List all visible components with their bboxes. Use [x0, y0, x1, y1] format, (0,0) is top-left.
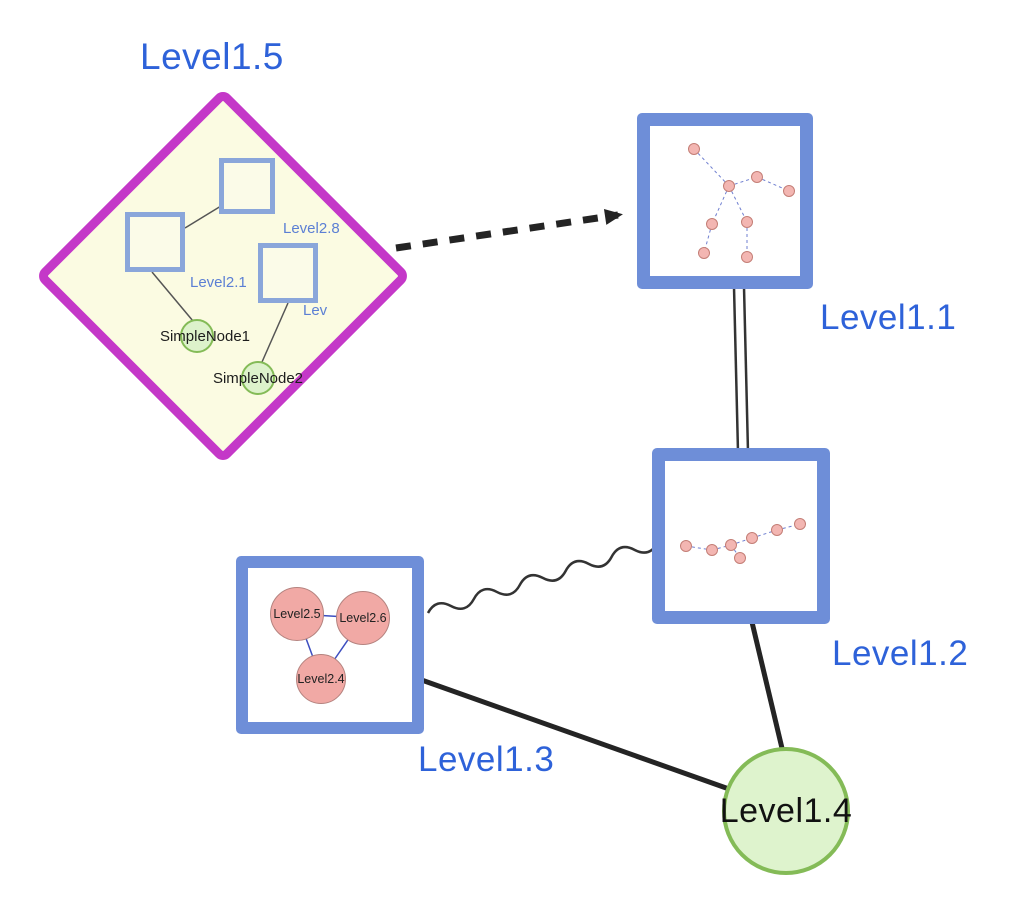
edge-level12-level14-solid[interactable]	[748, 617, 789, 766]
label-level21: Level2.1	[190, 274, 247, 291]
label-level15: Level1.5	[140, 36, 284, 77]
edge-level12-level13-wavy[interactable]	[426, 537, 659, 619]
label-lev-clipped: Lev	[303, 302, 328, 319]
level12-minigraph-svg	[680, 518, 806, 564]
node-lev-square[interactable]	[258, 243, 318, 303]
label-level24: Level2.4	[297, 672, 345, 686]
level11-minigraph-edges	[693, 148, 790, 257]
level13-subgraph: Level2.5 Level2.6 Level2.4	[248, 568, 412, 722]
node-simplenode1-circle[interactable]	[180, 319, 214, 353]
node-level14-circle[interactable]	[722, 747, 850, 875]
node-level28-square[interactable]	[219, 158, 275, 214]
edge-level11-level12-double-line-1[interactable]	[732, 286, 740, 453]
node-level11-box[interactable]	[637, 113, 813, 289]
label-level25: Level2.5	[273, 607, 321, 621]
label-level28: Level2.8	[283, 220, 340, 237]
edge-level11-level12-double-line-2[interactable]	[742, 286, 750, 453]
level11-minigraph-nodes[interactable]	[688, 143, 795, 263]
label-level11: Level1.1	[820, 298, 957, 337]
level12-minigraph	[665, 461, 817, 611]
label-level12: Level1.2	[832, 634, 969, 673]
node-level26-circle[interactable]: Level2.6	[336, 591, 390, 645]
label-level14: Level1.4	[719, 792, 853, 830]
node-level21-square[interactable]	[125, 212, 185, 272]
label-simplenode1: SimpleNode1	[159, 328, 251, 345]
node-simplenode2-circle[interactable]	[241, 361, 275, 395]
node-level24-circle[interactable]: Level2.4	[296, 654, 346, 704]
node-level25-circle[interactable]: Level2.5	[270, 587, 324, 641]
level12-minigraph-nodes[interactable]	[680, 518, 806, 564]
level11-minigraph-svg	[688, 143, 795, 263]
label-level13: Level1.3	[418, 740, 555, 779]
node-level13-box[interactable]: Level2.5 Level2.6 Level2.4	[236, 556, 424, 734]
label-level26: Level2.6	[339, 611, 387, 625]
node-level12-box[interactable]	[652, 448, 830, 624]
level11-minigraph	[650, 126, 800, 276]
edge-level13-level14-solid[interactable]	[415, 675, 761, 803]
edge-level15-level11-dashed-arrow[interactable]	[395, 208, 623, 252]
label-simplenode2: SimpleNode2	[212, 370, 304, 387]
